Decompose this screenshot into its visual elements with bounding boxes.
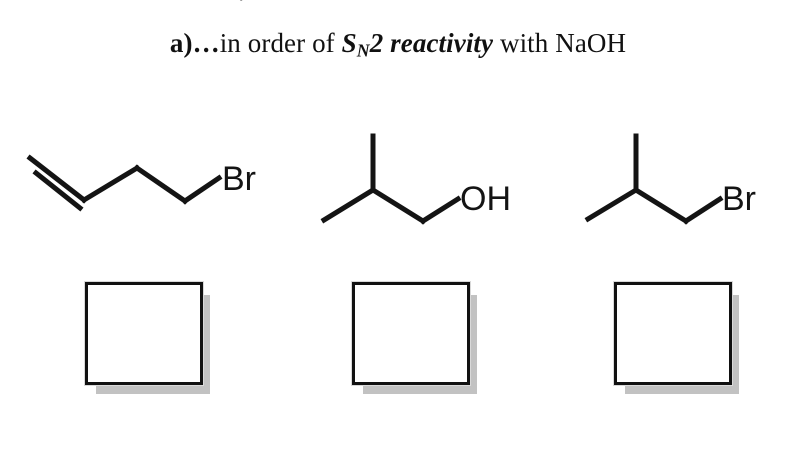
answer-box-2-wrapper xyxy=(352,282,477,413)
answer-box-2[interactable] xyxy=(352,282,470,385)
answer-box-3-wrapper xyxy=(614,282,739,413)
molecule-1-homoallyl-bromide: Br xyxy=(18,120,308,240)
answer-box-3[interactable] xyxy=(614,282,732,385)
molecule-3-br-label: Br xyxy=(722,180,756,218)
molecule-2-oh-label: OH xyxy=(460,180,511,218)
molecule-1-br-label: Br xyxy=(222,160,256,198)
molecule-row: Br OH xyxy=(0,120,796,240)
clipped-text-fragment xyxy=(236,0,250,4)
molecule-3-isobutyl-bromide: Br xyxy=(576,120,796,240)
answer-box-1[interactable] xyxy=(85,282,203,385)
molecule-2-bonds xyxy=(320,133,462,225)
prompt-text-before: in order of xyxy=(219,28,342,58)
sn2-subscript-n: N xyxy=(356,40,370,61)
question-prompt: a)…in order of SN2 reactivity with NaOH xyxy=(0,26,796,68)
prompt-text-after: with NaOH xyxy=(493,28,627,58)
answer-box-row xyxy=(0,282,796,417)
molecule-2-isobutanol: OH xyxy=(312,120,562,240)
molecule-1-bonds xyxy=(26,154,223,212)
molecule-3-bonds xyxy=(584,133,724,225)
answer-box-1-wrapper xyxy=(85,282,210,413)
prompt-emphasis: SN2 reactivity xyxy=(341,28,494,61)
sn2-reactivity: 2 reactivity xyxy=(369,28,494,58)
question-label: a) xyxy=(169,28,193,58)
prompt-ellipsis: … xyxy=(192,28,220,58)
sn2-s: S xyxy=(341,28,357,58)
